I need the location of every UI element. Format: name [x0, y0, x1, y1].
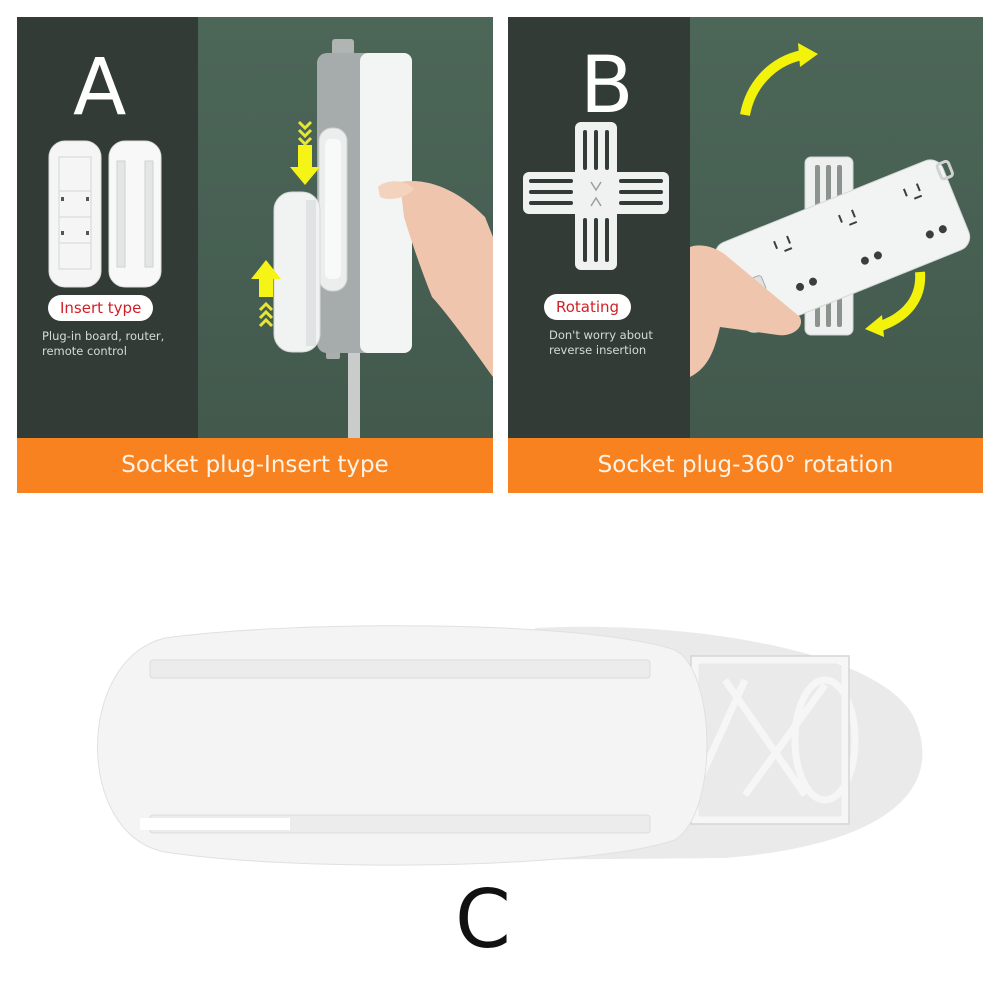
socket-holder-product-image: [97, 625, 923, 866]
description: Don't worry about reverse insertion: [549, 328, 653, 358]
description-line: reverse insertion: [549, 343, 647, 357]
description-line: remote control: [42, 344, 127, 358]
description-line: Don't worry about: [549, 328, 653, 342]
panel-a-insert-type: A Insert type Plug-in board, router, rem…: [17, 17, 493, 493]
tag-pill: Rotating: [544, 294, 632, 320]
description-line: Plug-in board, router,: [42, 329, 165, 343]
description: Plug-in board, router, remote control: [42, 329, 164, 359]
banner-rotation: Socket plug-360° rotation: [508, 438, 983, 493]
panel-b-rotating: B Rotating Don't worry about reverse ins…: [508, 17, 983, 493]
cross-bracket-icon: [523, 122, 669, 270]
banner-insert-type: Socket plug-Insert type: [17, 438, 493, 493]
panel-dark-background: [17, 17, 198, 438]
holder-pieces-icon: [48, 140, 162, 288]
tag-pill: Insert type: [48, 295, 154, 321]
panel-letter-a: A: [73, 43, 127, 133]
product-letter-c: C: [455, 873, 511, 966]
power-strip-rotate-illustration: [690, 43, 971, 377]
power-strip-insert-illustration: [251, 39, 493, 438]
panel-letter-b: B: [580, 41, 634, 131]
